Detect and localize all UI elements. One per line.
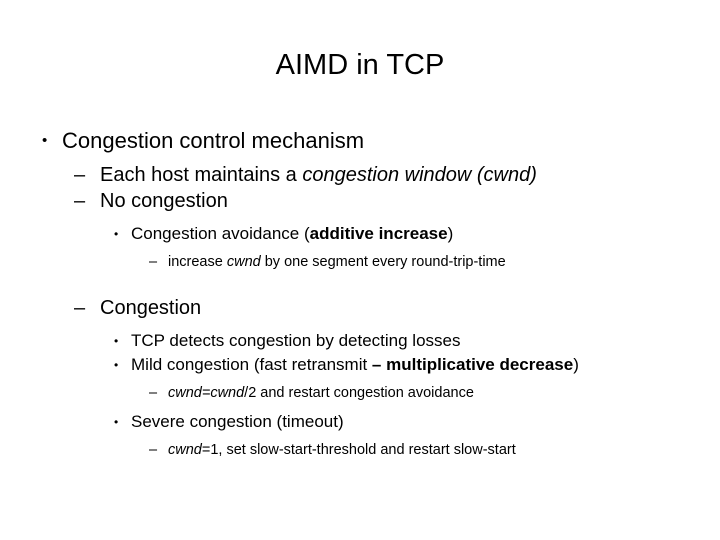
bullet-text: increase cwnd by one segment every round… (168, 252, 720, 273)
bullet-text: Congestion control mechanism (62, 128, 365, 153)
bullet-text: No congestion (100, 190, 228, 212)
bullet-marker-level3: • (114, 334, 119, 348)
page-title: AIMD in TCP (275, 49, 445, 81)
bullet-marker-level4: – (149, 254, 158, 270)
text-plain: increase (168, 254, 227, 270)
text-plain: Each host maintains a (100, 164, 303, 186)
text-italic-cwnd: cwnd (226, 254, 261, 270)
bullet-marker-level2: – (74, 297, 86, 319)
bullet-level3-severe-congestion: • Severe congestion (timeout) (0, 410, 720, 434)
bullet-text: Severe congestion (timeout) (131, 412, 344, 431)
bullet-text: Each host maintains a congestion window … (100, 162, 720, 188)
bullet-level1-congestion-control: • Congestion control mechanism (0, 126, 720, 156)
text-italic-cwnd-equals-cwnd: cwnd=cwnd (168, 385, 245, 401)
bullet-marker-level3: • (114, 358, 119, 372)
text-italic-congestion-window: congestion window (cwnd) (302, 164, 537, 186)
text-plain: Mild congestion (fast retransmit (131, 355, 372, 374)
bullet-marker-level1: • (42, 132, 48, 149)
bullet-marker-level3: • (114, 227, 119, 241)
bullet-level3-tcp-detects: • TCP detects congestion by detecting lo… (0, 329, 720, 353)
bullet-level4-increase-cwnd: – increase cwnd by one segment every rou… (0, 252, 720, 273)
slide-body: • Congestion control mechanism – Each ho… (0, 126, 720, 461)
text-plain: by one segment every round-trip-time (260, 254, 506, 270)
bullet-marker-level2: – (74, 190, 86, 212)
bullet-text: Congestion (100, 297, 202, 319)
bullet-text: Mild congestion (fast retransmit – multi… (131, 353, 720, 377)
text-bold-multiplicative-decrease: – multiplicative decrease (371, 355, 574, 374)
bullet-marker-level4: – (149, 442, 158, 458)
bullet-level2-no-congestion: – No congestion (0, 188, 720, 214)
text-plain: ) (573, 355, 579, 374)
text-plain: Congestion avoidance ( (131, 224, 310, 243)
bullet-level2-each-host: – Each host maintains a congestion windo… (0, 162, 720, 188)
bullet-text: cwnd=1, set slow-start-threshold and res… (168, 440, 720, 461)
bullet-text: Congestion avoidance (additive increase) (131, 222, 720, 246)
bullet-marker-level4: – (149, 385, 158, 401)
bullet-level4-cwnd-half: – cwnd=cwnd/2 and restart congestion avo… (0, 383, 720, 404)
text-plain: /2 and restart congestion avoidance (244, 385, 474, 401)
bullet-text: TCP detects congestion by detecting loss… (131, 331, 461, 350)
bullet-level3-congestion-avoidance: • Congestion avoidance (additive increas… (0, 222, 720, 246)
text-plain: =1, set slow-start-threshold and restart… (201, 442, 516, 458)
bullet-level2-congestion: – Congestion (0, 295, 720, 321)
bullet-marker-level3: • (114, 415, 119, 429)
bullet-level3-mild-congestion: • Mild congestion (fast retransmit – mul… (0, 353, 720, 377)
bullet-text: cwnd=cwnd/2 and restart congestion avoid… (168, 383, 720, 404)
text-italic-cwnd: cwnd (168, 442, 202, 458)
bullet-level4-cwnd-one: – cwnd=1, set slow-start-threshold and r… (0, 440, 720, 461)
bullet-marker-level2: – (74, 164, 86, 186)
text-bold-additive-increase: additive increase (309, 224, 448, 243)
text-plain: ) (447, 224, 454, 243)
